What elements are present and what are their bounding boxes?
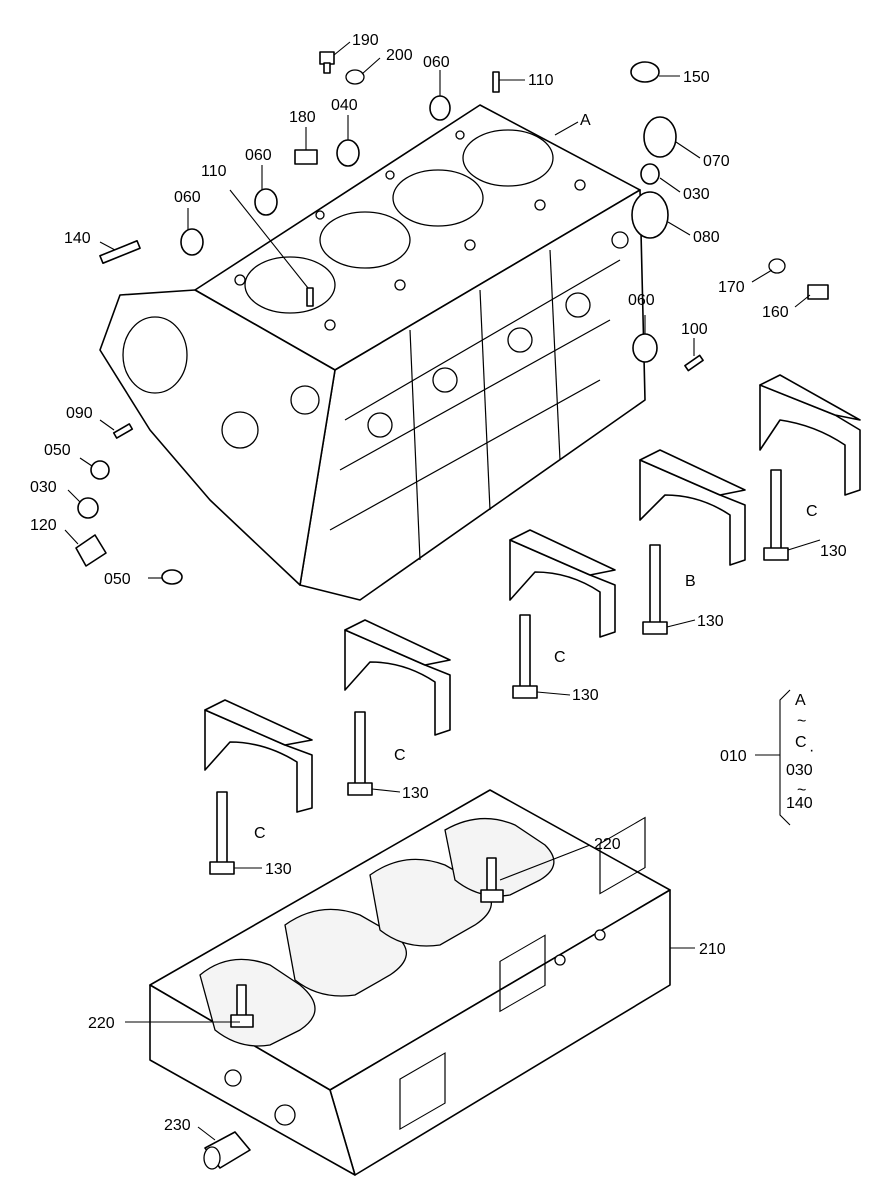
callout-050-lower: 050 (104, 571, 131, 588)
kit-tilde-2: ~ (797, 782, 806, 799)
callout-220-upper: 220 (594, 836, 621, 853)
callout-c-1: C (806, 503, 818, 520)
housing-bolt-lower (230, 984, 254, 1028)
callout-200: 200 (386, 47, 413, 64)
callout-070: 070 (703, 153, 730, 170)
kit-ref: 010 (720, 748, 747, 765)
cylinder-block (99, 104, 646, 601)
callout-c-3: C (394, 747, 406, 764)
callout-100: 100 (681, 321, 708, 338)
cap-bolt-2 (642, 544, 668, 635)
callout-c-2: C (554, 649, 566, 666)
kit-line-c: C (795, 734, 807, 751)
bearing-cap-c4 (204, 699, 313, 813)
kit-line-140: 140 (786, 795, 813, 812)
callout-080: 080 (693, 229, 720, 246)
cap-bolt-1 (763, 469, 789, 561)
callout-b: B (685, 573, 696, 590)
kit-line-a: A (795, 692, 806, 709)
callout-150: 150 (683, 69, 710, 86)
callout-110-top: 110 (528, 72, 554, 89)
bearing-cap-c3 (344, 619, 451, 736)
bearing-cap-b (639, 449, 746, 566)
callout-030-right: 030 (683, 186, 710, 203)
small-parts (75, 51, 829, 585)
callout-labels: 190 200 060 110 150 A 180 040 070 110 06… (30, 32, 847, 1134)
callout-210: 210 (699, 941, 726, 958)
bearing-cap-c2 (509, 529, 616, 638)
callout-050-left: 050 (44, 442, 71, 459)
bearing-housing (149, 789, 671, 1176)
callout-060-top: 060 (423, 54, 450, 71)
callout-030-left: 030 (30, 479, 57, 496)
bushing-230 (203, 1131, 251, 1170)
callout-130-2: 130 (697, 613, 724, 630)
callout-130-4: 130 (402, 785, 429, 802)
leader-lines (64, 41, 821, 1141)
callout-110-left: 110 (201, 163, 227, 180)
callout-170: 170 (718, 279, 745, 296)
callout-060-left: 060 (174, 189, 201, 206)
callout-160: 160 (762, 304, 789, 321)
callout-130-1: 130 (820, 543, 847, 560)
cap-bolt-4 (347, 711, 373, 796)
callout-090: 090 (66, 405, 93, 422)
callout-130-3: 130 (572, 687, 599, 704)
callout-220-lower: 220 (88, 1015, 115, 1032)
kit-tilde-1: ~ (797, 713, 806, 730)
callout-a: A (580, 112, 591, 129)
cap-bolt-5 (209, 791, 235, 875)
callout-c-4: C (254, 825, 266, 842)
bearing-cap-c1 (759, 374, 861, 496)
kit-line-030: 030 (786, 762, 813, 779)
callout-190: 190 (352, 32, 379, 49)
kit-note: 010 A ~ C · 030 ~ 140 (720, 692, 814, 812)
callout-140: 140 (64, 230, 91, 247)
housing-bolt-upper (480, 857, 504, 903)
callout-180: 180 (289, 109, 316, 126)
callout-230: 230 (164, 1117, 191, 1134)
callout-060-right: 060 (628, 292, 655, 309)
callout-130-5: 130 (265, 861, 292, 878)
cap-bolt-3 (512, 614, 538, 699)
callout-040: 040 (331, 97, 358, 114)
callout-060-mid: 060 (245, 147, 272, 164)
kit-dot: · (809, 742, 814, 759)
callout-120: 120 (30, 517, 57, 534)
